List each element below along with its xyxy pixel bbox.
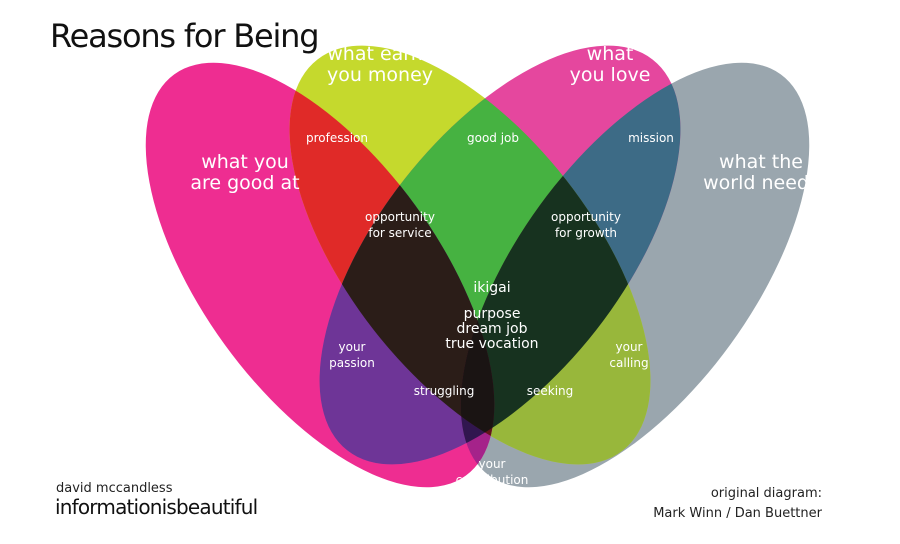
profession-label: profession <box>306 131 368 145</box>
contribution-label-line-2: contribution <box>456 473 529 487</box>
service-label-line-1: opportunity <box>365 210 435 224</box>
seeking-label: seeking <box>527 384 574 398</box>
passion-label: your passion <box>329 340 375 370</box>
calling-label: your calling <box>609 340 648 370</box>
service-label-line-2: for service <box>368 226 431 240</box>
world-needs-label-line-1: what the <box>719 151 803 173</box>
passion-label-line-2: passion <box>329 356 375 370</box>
source-line-2: Mark Winn / Dan Buettner <box>653 506 822 521</box>
source-credit: original diagram: Mark Winn / Dan Buettn… <box>653 486 822 521</box>
earns-money-label-line-2: you money <box>327 64 433 86</box>
good-job-label: good job <box>467 131 519 145</box>
good-at-label-line-2: are good at <box>190 172 299 194</box>
you-love-label-line-1: what <box>587 43 634 65</box>
source-line-1: original diagram: <box>711 486 822 501</box>
author-credit: david mccandless informationisbeautiful <box>55 481 258 519</box>
growth-label: opportunity for growth <box>551 210 621 240</box>
struggling-label-line-1: struggling <box>414 384 475 398</box>
seeking-label-line-1: seeking <box>527 384 574 398</box>
struggling-label: struggling <box>414 384 475 398</box>
profession-label-line-1: profession <box>306 131 368 145</box>
earns-money-label-line-1: what earns <box>327 43 432 65</box>
service-label: opportunity for service <box>365 210 435 240</box>
calling-label-line-1: your <box>616 340 643 354</box>
growth-label-line-2: for growth <box>555 226 617 240</box>
good-job-label-line-1: good job <box>467 131 519 145</box>
contribution-label-line-1: your <box>479 457 506 471</box>
world-needs-label-line-2: world needs <box>703 172 819 194</box>
passion-label-line-1: your <box>339 340 366 354</box>
you-love-label-line-2: you love <box>570 64 651 86</box>
growth-label-line-1: opportunity <box>551 210 621 224</box>
center-lines-line-1: purpose <box>464 306 521 322</box>
author-name: david mccandless <box>56 481 173 496</box>
center-title: ikigai <box>473 280 510 296</box>
center-lines-line-2: dream job <box>457 321 528 337</box>
contribution-label: your contribution <box>456 457 529 487</box>
calling-label-line-2: calling <box>609 356 648 370</box>
good-at-label-line-1: what you <box>201 151 289 173</box>
mission-label-line-1: mission <box>628 131 674 145</box>
mission-label: mission <box>628 131 674 145</box>
brand-name: informationisbeautiful <box>55 495 257 519</box>
diagram-title: Reasons for Being <box>50 17 318 55</box>
center-lines-line-3: true vocation <box>445 336 538 352</box>
